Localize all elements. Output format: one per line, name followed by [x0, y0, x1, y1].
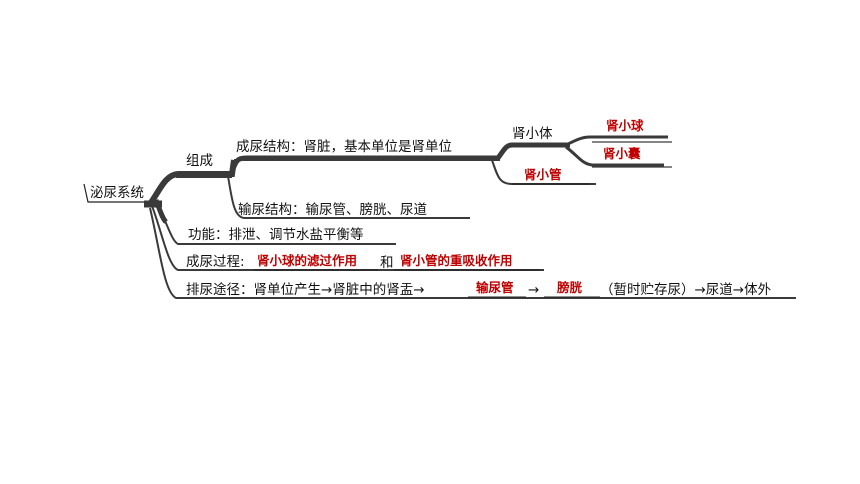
shen-xiaoti-label: 肾小体: [512, 126, 553, 142]
gongneng-label: 功能：排泄、调节水盐平衡等: [188, 227, 364, 243]
root-label: 泌尿系统: [90, 185, 144, 201]
answer-shen-xiaonang: 肾小囊: [603, 146, 641, 161]
zucheng-label: 组成: [186, 153, 213, 169]
answer-shen-xiaoqiu: 肾小球: [606, 118, 644, 133]
answer-pangguang: 膀胱: [557, 280, 583, 295]
answer-lvguo: 肾小球的滤过作用: [257, 253, 358, 268]
shuniao-jiegou-label: 输尿结构：输尿管、膀胱、尿道: [238, 202, 427, 218]
answer-shen-xiaoguan: 肾小管: [524, 167, 562, 182]
chengniao-guocheng-label: 成尿过程:: [186, 254, 245, 270]
arrow-label: →: [528, 282, 540, 298]
answer-chongxishou: 肾小管的重吸收作用: [400, 253, 513, 268]
chengniao-jiegou-label: 成尿结构：肾脏，基本单位是肾单位: [236, 139, 452, 155]
he-label: 和: [380, 255, 394, 271]
painiao-tail-label: （暂时贮存尿）→尿道→体外: [600, 282, 772, 298]
painiao-label: 排尿途径：肾单位产生→肾脏中的肾盂→: [186, 282, 425, 298]
answer-shuniaoguan: 输尿管: [476, 280, 514, 295]
